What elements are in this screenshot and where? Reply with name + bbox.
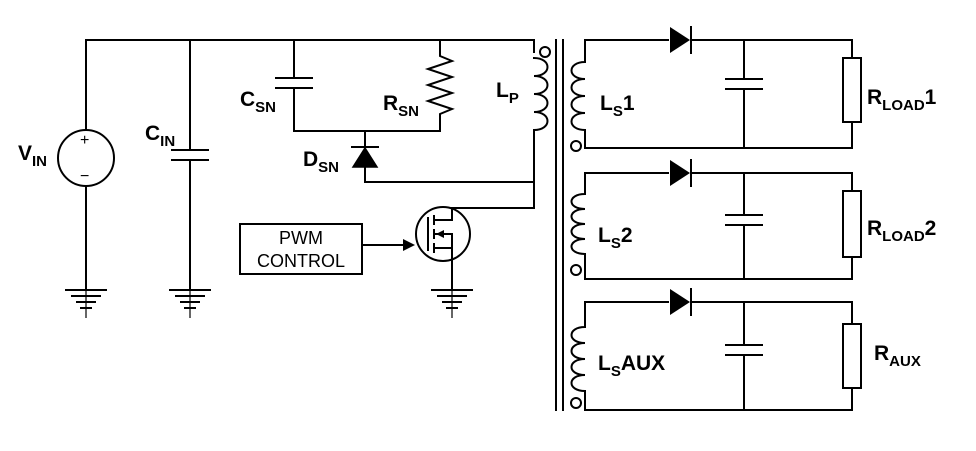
rectifier-diode-aux — [584, 288, 853, 325]
secondary-winding-aux — [570, 301, 586, 411]
load-resistor-1 — [584, 57, 862, 149]
top-rail-wire — [85, 39, 535, 53]
source-minus-sign: − — [80, 168, 89, 185]
mosfet-switch — [415, 206, 473, 318]
secondary-winding-1 — [570, 39, 586, 152]
cin-label: CIN — [145, 122, 175, 150]
load-resistor-2 — [584, 190, 862, 280]
input-voltage-source: + − — [57, 39, 115, 318]
raux-label: RAUX — [874, 342, 921, 370]
output-capacitor-2 — [725, 172, 763, 280]
ground-symbol-vin — [65, 289, 107, 318]
csn-label: CSN — [240, 88, 276, 116]
secondary-winding-2 — [570, 172, 586, 280]
input-capacitor — [169, 39, 211, 318]
snubber-diode — [351, 130, 535, 183]
rectifier-diode-1 — [584, 26, 853, 59]
output-capacitor-1 — [725, 39, 763, 149]
pwm-control-block: PWM CONTROL — [239, 223, 415, 275]
vin-label: VIN — [18, 142, 47, 170]
rectifier-diode-2 — [584, 159, 853, 192]
rload2-label: RLOAD2 — [867, 217, 936, 245]
pwm-label: PWM — [279, 228, 323, 248]
transformer-core — [555, 39, 564, 411]
control-label: CONTROL — [257, 251, 345, 271]
rsn-label: RSN — [383, 92, 419, 120]
ground-symbol-mosfet — [431, 289, 473, 318]
ls1-label: LS1 — [600, 92, 635, 120]
snubber-capacitor — [275, 39, 441, 132]
ground-symbol-cin — [169, 289, 211, 318]
rload1-label: RLOAD1 — [867, 86, 937, 114]
primary-winding — [451, 46, 551, 209]
ls2-label: LS2 — [598, 224, 633, 252]
dsn-label: DSN — [303, 148, 339, 176]
lp-label: LP — [496, 79, 519, 107]
source-plus-sign: + — [80, 132, 89, 149]
output-capacitor-aux — [725, 301, 763, 411]
load-resistor-aux — [584, 323, 862, 411]
snubber-resistor — [424, 39, 456, 132]
lsaux-label: LSAUX — [598, 352, 665, 380]
